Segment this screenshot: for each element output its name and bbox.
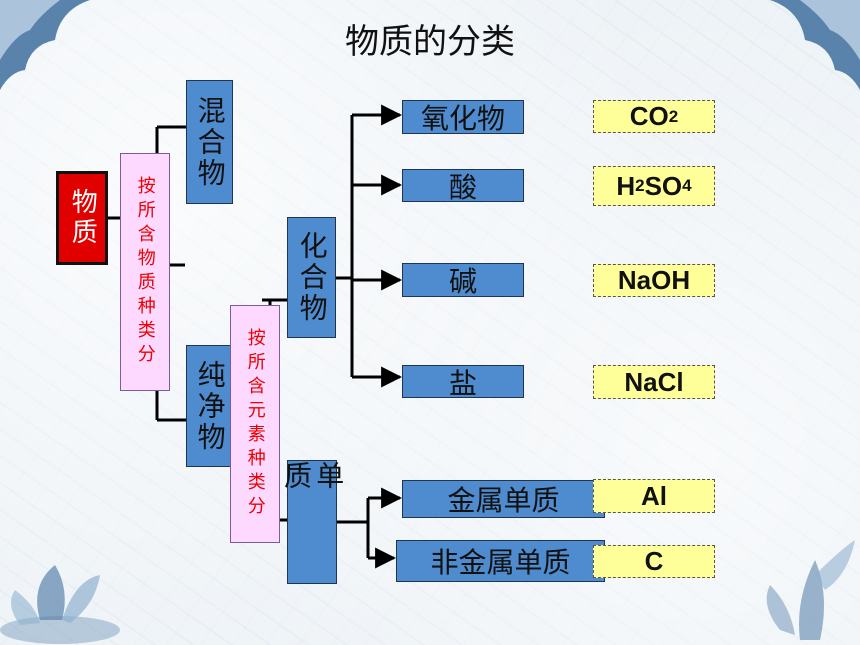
h2so4-s2: 4 (682, 176, 692, 195)
example-nonmetal-c: C (593, 545, 715, 578)
naoh-label: NaOH (617, 265, 691, 295)
c-label: C (644, 546, 664, 576)
node-compound-label: 化合物 (295, 231, 329, 324)
example-metal-al: Al (593, 479, 715, 513)
node-nonmetal-label: 非金属单质 (430, 546, 571, 579)
label-by-element-type: 按所含元素种类分 (230, 305, 280, 543)
bottom-left-lotus-ornament (0, 565, 120, 644)
node-mixture-label: 混合物 (193, 95, 227, 189)
label-by-substance-type: 按所含物质种类分 (120, 153, 170, 391)
node-salt-label: 盐 (448, 366, 477, 400)
node-mixture: 混合物 (186, 80, 233, 204)
node-acid-label: 酸 (448, 170, 477, 204)
top-right-ornament (770, 0, 860, 90)
h2so4-p2: SO (644, 170, 683, 201)
node-salt: 盐 (402, 365, 524, 400)
node-metal-element: 金属单质 (402, 480, 605, 518)
node-compound: 化合物 (287, 217, 336, 338)
nacl-label: NaCl (624, 366, 684, 397)
h2so4-p1: H (616, 170, 636, 201)
co2-sub: 2 (668, 106, 679, 126)
root-label: 物质 (67, 188, 98, 248)
page-title: 物质的分类 (345, 22, 515, 62)
node-pure-label: 纯净物 (193, 359, 227, 453)
node-base: 碱 (402, 263, 524, 298)
example-salt-nacl: NaCl (593, 365, 715, 399)
root-node-substance: 物质 (56, 171, 108, 265)
co2-main: CO (629, 101, 669, 131)
node-nonmetal-element: 非金属单质 (396, 540, 605, 582)
label-by-element-text: 按所含元素种类分 (244, 328, 266, 520)
label-by-substance-text: 按所含物质种类分 (134, 176, 156, 368)
node-acid: 酸 (402, 169, 524, 204)
node-oxide: 氧化物 (402, 100, 524, 135)
node-elemental-substance: 单质 (280, 460, 345, 584)
bottom-right-lotus-ornament (766, 540, 855, 640)
al-label: Al (641, 480, 667, 511)
node-base-label: 碱 (448, 265, 477, 298)
node-metal-label: 金属单质 (447, 484, 560, 517)
node-elemental-label: 单质 (280, 461, 346, 529)
node-pure-substance: 纯净物 (186, 345, 233, 467)
h2so4-s1: 2 (635, 176, 645, 195)
top-left-ornament (0, 0, 90, 90)
node-oxide-label: 氧化物 (420, 102, 505, 135)
example-base-naoh: NaOH (593, 264, 715, 297)
